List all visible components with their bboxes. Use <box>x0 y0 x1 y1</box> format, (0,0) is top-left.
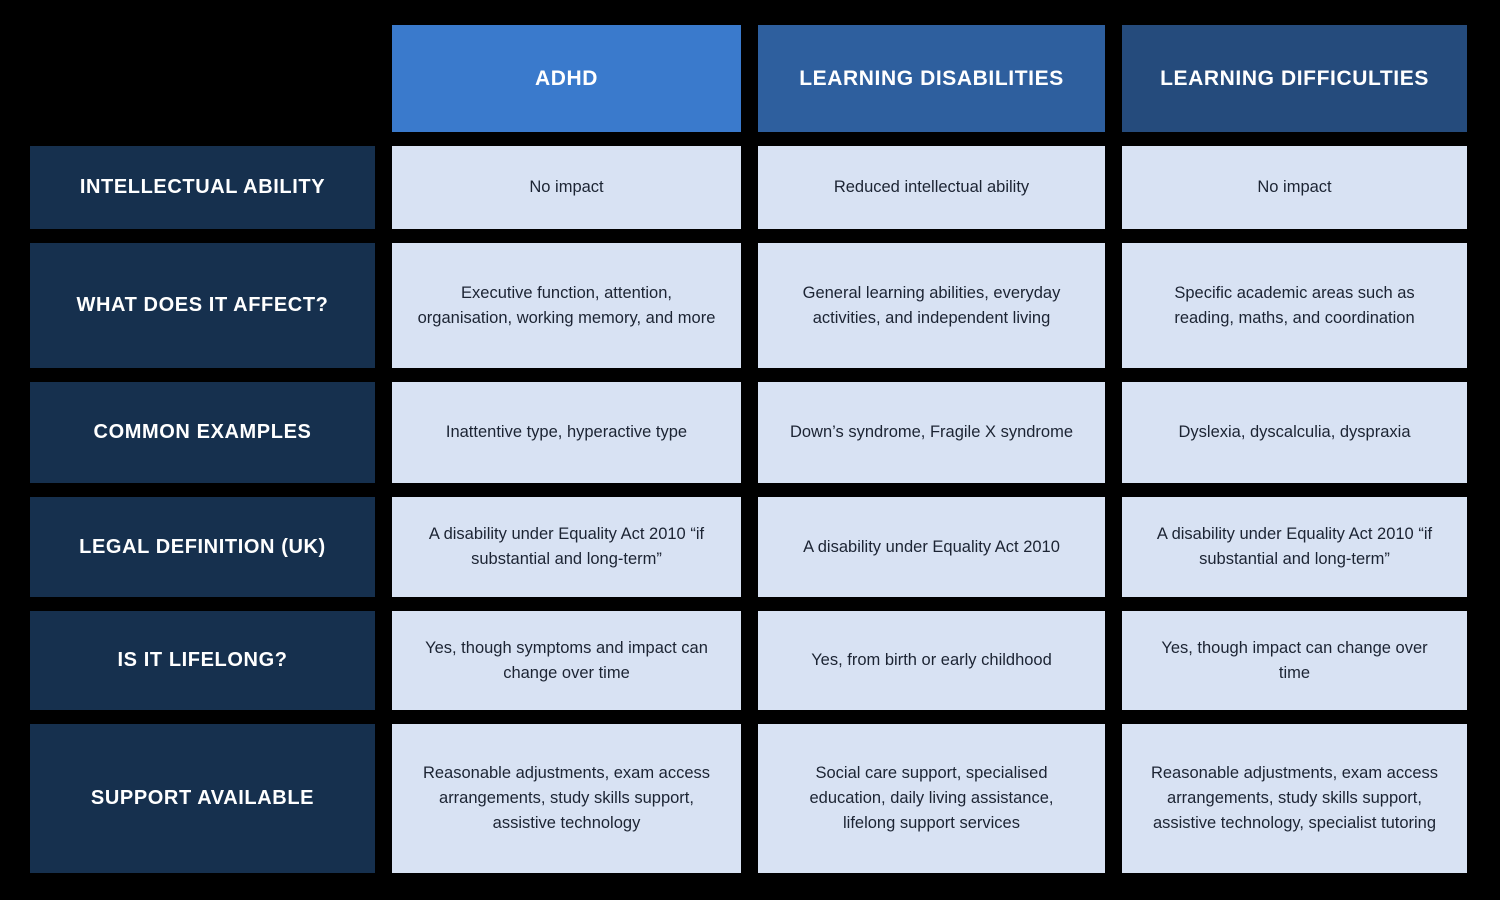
column-header-learning-disabilities: LEARNING DISABILITIES <box>758 25 1105 132</box>
corner-spacer <box>30 25 375 132</box>
cell-what-does-it-affect-learning-disabilities: General learning abilities, everyday act… <box>758 243 1105 368</box>
row-header-is-it-lifelong: IS IT LIFELONG? <box>30 611 375 710</box>
cell-legal-definition-learning-disabilities: A disability under Equality Act 2010 <box>758 497 1105 597</box>
cell-intellectual-ability-adhd: No impact <box>392 146 741 229</box>
cell-is-it-lifelong-learning-disabilities: Yes, from birth or early childhood <box>758 611 1105 710</box>
cell-is-it-lifelong-adhd: Yes, though symptoms and impact can chan… <box>392 611 741 710</box>
cell-what-does-it-affect-adhd: Executive function, attention, organisat… <box>392 243 741 368</box>
cell-legal-definition-learning-difficulties: A disability under Equality Act 2010 “if… <box>1122 497 1467 597</box>
cell-intellectual-ability-learning-difficulties: No impact <box>1122 146 1467 229</box>
row-header-common-examples: COMMON EXAMPLES <box>30 382 375 483</box>
cell-intellectual-ability-learning-disabilities: Reduced intellectual ability <box>758 146 1105 229</box>
row-header-what-does-it-affect: WHAT DOES IT AFFECT? <box>30 243 375 368</box>
cell-support-available-learning-difficulties: Reasonable adjustments, exam access arra… <box>1122 724 1467 873</box>
cell-is-it-lifelong-learning-difficulties: Yes, though impact can change over time <box>1122 611 1467 710</box>
cell-common-examples-learning-disabilities: Down’s syndrome, Fragile X syndrome <box>758 382 1105 483</box>
cell-support-available-adhd: Reasonable adjustments, exam access arra… <box>392 724 741 873</box>
column-header-learning-difficulties: LEARNING DIFFICULTIES <box>1122 25 1467 132</box>
cell-legal-definition-adhd: A disability under Equality Act 2010 “if… <box>392 497 741 597</box>
row-header-support-available: SUPPORT AVAILABLE <box>30 724 375 873</box>
column-header-adhd: ADHD <box>392 25 741 132</box>
row-header-intellectual-ability: INTELLECTUAL ABILITY <box>30 146 375 229</box>
cell-common-examples-adhd: Inattentive type, hyperactive type <box>392 382 741 483</box>
cell-common-examples-learning-difficulties: Dyslexia, dyscalculia, dyspraxia <box>1122 382 1467 483</box>
row-header-legal-definition-uk: LEGAL DEFINITION (UK) <box>30 497 375 597</box>
cell-what-does-it-affect-learning-difficulties: Specific academic areas such as reading,… <box>1122 243 1467 368</box>
cell-support-available-learning-disabilities: Social care support, specialised educati… <box>758 724 1105 873</box>
